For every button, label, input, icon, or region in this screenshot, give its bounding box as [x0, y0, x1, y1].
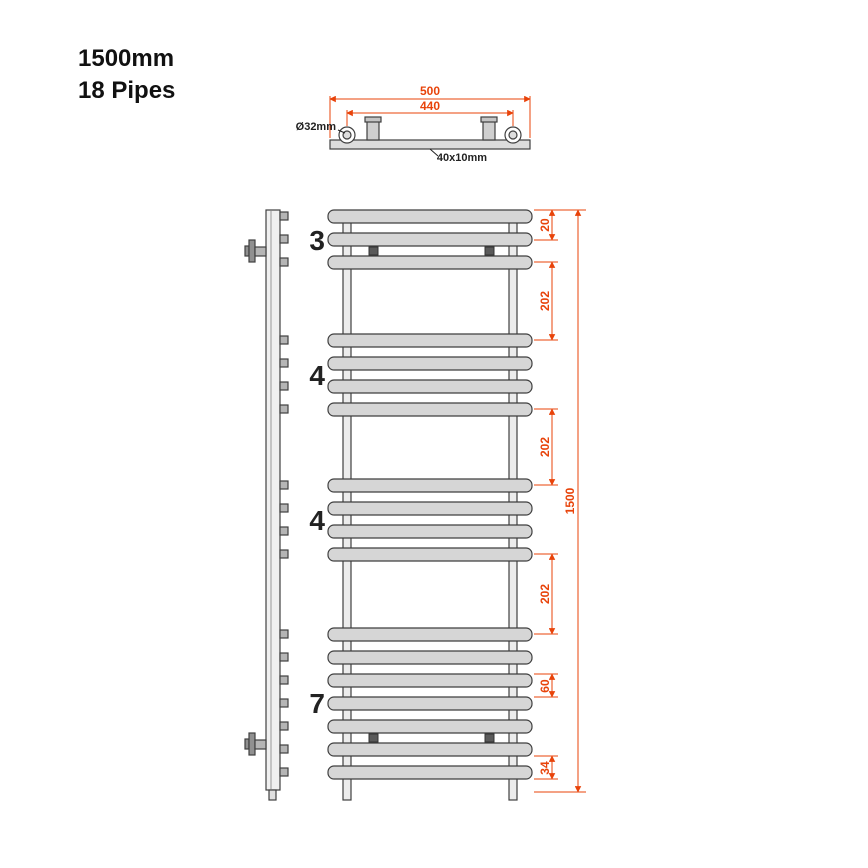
leader-bar-section: [429, 148, 439, 157]
pipe-end-tab: [279, 234, 289, 244]
pipe-bar: [327, 209, 533, 224]
pipe-end-tab: [279, 744, 289, 754]
pipe-end-tab: [279, 652, 289, 662]
pipe-end-tab: [279, 381, 289, 391]
pipe-bar: [327, 255, 533, 270]
pipe-end-tab: [279, 629, 289, 639]
side-view: [244, 209, 289, 801]
pipe-bar: [327, 719, 533, 734]
pipe-end-tab: [279, 675, 289, 685]
title-block: 1500mm 18 Pipes: [78, 45, 175, 104]
bracket-lug: [484, 246, 495, 256]
front-view: 3 4 4 7: [309, 209, 533, 801]
dim-section2-202: [534, 408, 558, 486]
pipe-end-tab: [279, 358, 289, 368]
bracket-lug: [368, 733, 379, 743]
dim-overall-height-1500: [534, 209, 586, 793]
pipe-end-tab: [279, 503, 289, 513]
dim-overall-width-500: [329, 95, 531, 138]
side-rail-stub: [268, 789, 277, 801]
pipe-bar: [327, 379, 533, 394]
top-view: 500 440 Ø32mm 40x10mm: [296, 84, 531, 164]
dim-centres-width-label: 440: [420, 99, 440, 113]
pipe-bar: [327, 356, 533, 371]
wall-bracket-bottom: [244, 732, 267, 756]
pipe-end-tab: [279, 721, 289, 731]
pipe-bar: [327, 673, 533, 688]
dim-section2-label: 202: [538, 437, 552, 457]
leader-rail-diameter: [337, 129, 346, 134]
wall-bar-profile: [329, 139, 531, 150]
pipe-bar: [327, 627, 533, 642]
pipe-end-tab: [279, 404, 289, 414]
pipe-end-tab: [279, 335, 289, 345]
pipe-bars: [327, 209, 533, 780]
title-height: 1500mm: [78, 45, 174, 72]
pipe-end-tab: [279, 257, 289, 267]
pipe-end-tab: [279, 211, 289, 221]
right-valve-collar: [482, 120, 496, 141]
label-bar-section: 40x10mm: [437, 152, 487, 164]
dim-overall-height-label: 1500: [563, 487, 577, 514]
wall-bracket-top: [244, 239, 267, 263]
pipe-bar: [327, 765, 533, 780]
pipe-bar: [327, 232, 533, 247]
dim-section1-label: 202: [538, 291, 552, 311]
group-count-1: 3: [309, 225, 325, 256]
group-count-2: 4: [309, 360, 325, 391]
dim-section3-202: [534, 553, 558, 635]
dim-top-gap-label: 20: [538, 218, 552, 232]
dim-bottom-gap-34: [534, 755, 558, 780]
pipe-end-tab: [279, 549, 289, 559]
pipe-bar: [327, 524, 533, 539]
right-rail-bore: [508, 130, 518, 140]
pipe-end-tabs: [279, 211, 289, 777]
dim-bottom-gap-label: 34: [538, 761, 552, 775]
pipe-bar: [327, 501, 533, 516]
pipe-bar: [327, 650, 533, 665]
group-count-3: 4: [309, 505, 325, 536]
side-rail: [265, 209, 281, 791]
bracket-lugs: [368, 246, 495, 743]
dim-centres-width-440: [346, 109, 514, 126]
group-count-4: 7: [309, 688, 325, 719]
bracket-lug: [484, 733, 495, 743]
left-valve-cap: [364, 116, 382, 123]
pipe-bar: [327, 478, 533, 493]
pipe-end-tab: [279, 526, 289, 536]
pipe-bar: [327, 402, 533, 417]
title-pipes: 18 Pipes: [78, 77, 175, 104]
pipe-bar: [327, 696, 533, 711]
left-valve-collar: [366, 120, 380, 141]
dimensions-right: 20 202 202 202 60 34: [534, 209, 586, 793]
right-valve-cap: [480, 116, 498, 123]
bracket-lug: [368, 246, 379, 256]
dim-pipe-pitch-label: 60: [538, 679, 552, 693]
pipe-bar: [327, 742, 533, 757]
label-rail-diameter: Ø32mm: [296, 121, 337, 133]
pipe-bar: [327, 547, 533, 562]
pipe-bar: [327, 333, 533, 348]
dim-section1-202: [534, 261, 558, 341]
dim-pipe-pitch-60: [534, 673, 558, 698]
dim-section3-label: 202: [538, 584, 552, 604]
dim-overall-width-label: 500: [420, 84, 440, 98]
pipe-end-tab: [279, 480, 289, 490]
dim-top-gap-20: [534, 209, 558, 241]
pipe-end-tab: [279, 767, 289, 777]
pipe-end-tab: [279, 698, 289, 708]
